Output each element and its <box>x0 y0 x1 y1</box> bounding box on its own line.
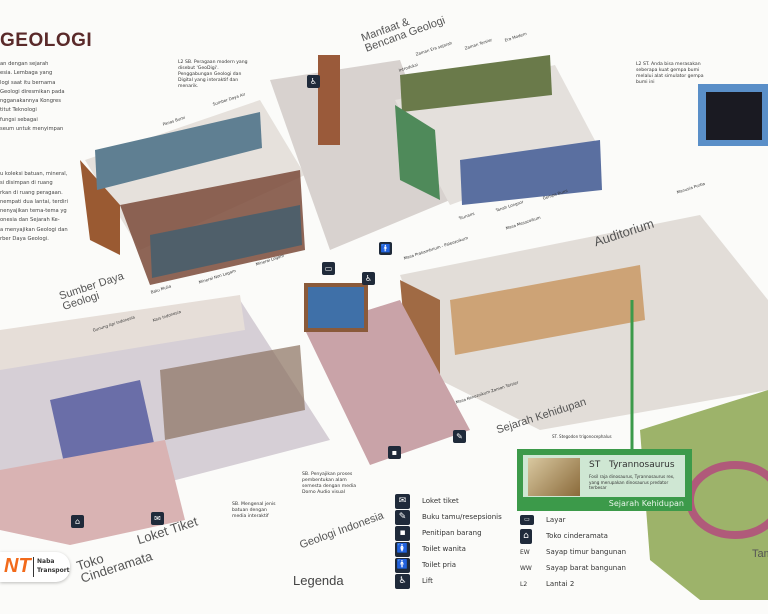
intro-line: nempati dua lantai, terdiri <box>0 198 68 205</box>
trex-section: Sejarah Kehidupan <box>608 499 684 508</box>
intro-line: seum untuk menyimpan <box>0 126 64 133</box>
legend-item: ▭ Layar <box>520 512 626 528</box>
legend-item: 🚹 Toilet pria <box>395 557 502 573</box>
note-geodigi: L2 SB. Peragaan modern yang disebut 'Geo… <box>178 60 248 89</box>
lobby-screen <box>304 283 368 332</box>
intro-line: logi saat itu bernama <box>0 79 56 86</box>
legend-item: 🚺 Toilet wanita <box>395 541 502 557</box>
lobby-floor <box>305 300 470 465</box>
shopping-bag-icon: ⌂ <box>520 528 532 544</box>
intro-line: an dengan sejarah <box>0 61 49 67</box>
intro-line: rkan di ruang peragaan. <box>0 189 63 196</box>
note-proses-alam: SB. Penyajikan proses pembentukan alam s… <box>302 472 357 495</box>
intro-line: Geologi diresmikan pada <box>0 88 65 95</box>
legend-item: ✉ Loket tiket <box>395 493 502 509</box>
geologi-indonesia-displays <box>160 345 305 440</box>
intro-line: ngganakannya Kongres <box>0 98 61 105</box>
intro-line: esia. Lembaga yang <box>0 70 53 77</box>
logo-divider <box>33 557 34 577</box>
legend-label: Lantai 2 <box>546 580 575 588</box>
legend-label: Sayap timur bangunan <box>546 548 627 556</box>
sumber-daya-panels <box>95 112 262 190</box>
naba-transport-logo: NT Naba Transport <box>0 552 70 582</box>
female-toilet-icon: 🚺 <box>395 541 410 557</box>
guestbook-icon: ✎ <box>453 430 466 443</box>
legend-label: Toko cinderamata <box>546 532 608 540</box>
trex-description: Fosil raja dinosaurus, Tyrannosaurus rex… <box>589 474 675 490</box>
auditorium-photo <box>706 92 762 140</box>
lift-icon: ♿ <box>307 75 320 88</box>
manfaat-wing-panels <box>400 55 552 112</box>
legend-item: WW Sayap barat bangunan <box>520 560 626 576</box>
geologi-indonesia-walls <box>0 295 245 370</box>
toilet-icon: 🚹 <box>379 242 392 255</box>
logo-line1: Naba <box>37 558 55 565</box>
locker-icon: ▪ <box>395 525 410 541</box>
legend-item: ▪ Penitipan barang <box>395 525 502 541</box>
intro-line: a menyajikan Geologi dan <box>0 226 68 233</box>
sumber-daya-lower-panels <box>150 205 302 278</box>
page-title: GEOLOGI <box>0 30 93 51</box>
legend-title: Legenda <box>293 573 344 588</box>
ticket-icon: ✉ <box>395 493 410 509</box>
screen-icon: ▭ <box>322 262 335 275</box>
male-toilet-icon: 🚹 <box>395 557 410 573</box>
intro-line: nenyajikan tema-tema yg <box>0 208 67 215</box>
sejarah-display-cases <box>450 265 645 355</box>
legend-label: Toilet pria <box>422 561 457 569</box>
sumber-daya-wing-wall <box>80 160 120 255</box>
lift-icon: ♿ <box>395 573 410 589</box>
shopping-bag-icon: ⌂ <box>71 515 84 528</box>
screen-icon: ▭ <box>520 515 534 525</box>
legend-item: EW Sayap timur bangunan <box>520 544 626 560</box>
legend-item: ✎ Buku tamu/resepsionis <box>395 509 502 525</box>
trex-info-body: ST Tyrannosaurus Fosil raja dinosaurus, … <box>523 455 685 497</box>
label-stegodon: ST. Stegodon trigonocephalus <box>552 434 612 439</box>
ticket-icon: ✉ <box>151 512 164 525</box>
garden-area <box>640 390 768 600</box>
intro-line: titut Teknologi <box>0 107 37 114</box>
legend-left: ✉ Loket tiket ✎ Buku tamu/resepsionis ▪ Pen… <box>395 493 502 589</box>
manfaat-lower-panels <box>460 140 602 205</box>
legend-label: Buku tamu/resepsionis <box>422 513 502 521</box>
trex-photo <box>528 458 580 496</box>
lift-icon: ♿ <box>362 272 375 285</box>
logo-line2: Transport <box>37 567 70 574</box>
intro-line: fungsi sebagai <box>0 116 38 123</box>
locker-icon: ▪ <box>388 446 401 459</box>
note-batuan: SB. Mengenal jenis batuan dengan media i… <box>232 502 276 519</box>
legend-label: Loket tiket <box>422 497 459 505</box>
guestbook-icon: ✎ <box>395 509 410 525</box>
legend-code: EW <box>520 548 530 556</box>
logo-mark: NT <box>4 555 31 577</box>
legend-code: WW <box>520 564 532 572</box>
trex-info-card: ST Tyrannosaurus Fosil raja dinosaurus, … <box>517 449 692 511</box>
manfaat-wing-wall <box>395 105 440 200</box>
intro-line: rber Daya Geologi. <box>0 236 49 243</box>
stair-tower <box>318 55 340 145</box>
legend-item: L2 Lantai 2 <box>520 576 626 592</box>
legend-label: Layar <box>546 516 566 524</box>
trex-name: Tyrannosaurus <box>609 460 675 470</box>
trex-code: ST <box>589 460 601 470</box>
legend-label: Toilet wanita <box>422 545 466 553</box>
note-gempa-simulator: L2 ST. Anda bisa merasakan seberapa kuat… <box>636 62 704 85</box>
legend-code: L2 <box>520 580 528 588</box>
legend-item: ⌂ Toko cinderamata <box>520 528 626 544</box>
intro-line: onesia dan Sejarah Ke- <box>0 217 60 224</box>
legend-label: Penitipan barang <box>422 529 482 537</box>
intro-line: u koleksi batuan, mineral, <box>0 171 68 177</box>
intro-line: si disimpan di ruang <box>0 180 53 187</box>
intro-paragraph-1: an dengan sejarah esia. Lembaga yang log… <box>0 60 80 134</box>
legend-item: ♿ Lift <box>395 573 502 589</box>
intro-paragraph-2: u koleksi batuan, mineral, si disimpan d… <box>0 170 80 244</box>
entrance-pink-floor <box>0 440 185 545</box>
area-taman: Tam <box>752 548 768 560</box>
legend-right: ▭ Layar ⌂ Toko cinderamata EW Sayap timur b… <box>520 512 626 592</box>
legend-label: Lift <box>422 577 433 585</box>
legend-label: Sayap barat bangunan <box>546 564 626 572</box>
